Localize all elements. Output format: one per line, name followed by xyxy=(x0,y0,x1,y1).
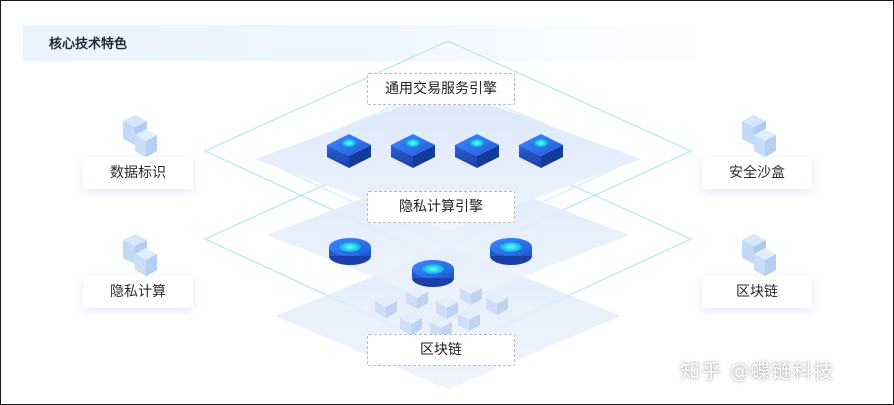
layer-label-blockchain: 区块链 xyxy=(367,334,515,366)
disk-node-icon-1 xyxy=(329,238,371,265)
server-cube-icon-1 xyxy=(327,134,371,168)
section-title: 核心技术特色 xyxy=(49,37,128,52)
feature-card-label: 安全沙盒 xyxy=(702,157,812,189)
feature-card-privacy-computing: 隐私计算 xyxy=(83,230,193,310)
layer-plate-top xyxy=(255,89,641,231)
cubes-icon xyxy=(123,115,157,157)
cubes-icon xyxy=(742,234,776,276)
feature-card-label: 区块链 xyxy=(702,276,812,308)
watermark: 知乎 @蝶链科技 xyxy=(680,359,835,383)
feature-card-data-identification: 数据标识 xyxy=(83,111,193,191)
feature-card-blockchain: 区块链 xyxy=(702,230,812,310)
disk-node-icon-3 xyxy=(490,238,532,265)
server-cube-icon-3 xyxy=(455,134,499,168)
server-cube-icon-2 xyxy=(391,134,435,168)
layer-label-privacy-computing-engine: 隐私计算引擎 xyxy=(367,191,515,223)
layer-plate-middle xyxy=(267,166,629,306)
disk-node-icon-2 xyxy=(412,260,454,287)
feature-card-label: 隐私计算 xyxy=(83,276,193,308)
feature-card-label: 数据标识 xyxy=(83,157,193,189)
header-band xyxy=(23,25,713,61)
blockchain-cubes-icon xyxy=(375,282,508,339)
layer-label-trading-service-engine: 通用交易服务引擎 xyxy=(367,73,515,105)
cubes-icon xyxy=(742,115,776,157)
feature-card-security-sandbox: 安全沙盒 xyxy=(702,111,812,191)
server-cube-icon-4 xyxy=(519,134,563,168)
cubes-icon xyxy=(123,234,157,276)
